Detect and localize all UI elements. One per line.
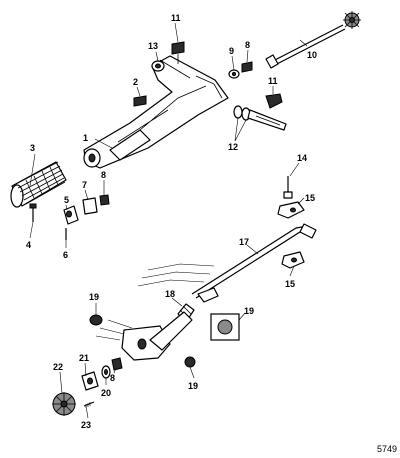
label-19-left: 19 xyxy=(89,292,99,302)
label-3: 3 xyxy=(30,143,35,153)
label-15-top: 15 xyxy=(305,193,315,203)
bushing-part-5 xyxy=(63,205,79,225)
label-17: 18 xyxy=(165,289,175,299)
label-12: 12 xyxy=(228,142,238,152)
nut-part-9 xyxy=(228,69,240,79)
throttle-grip-part-3 xyxy=(10,161,67,208)
label-1: 1 xyxy=(83,133,88,143)
detail-box-part-18 xyxy=(210,313,240,341)
tiller-handle-part-1 xyxy=(83,55,229,169)
label-6: 6 xyxy=(63,250,68,260)
label-10: 10 xyxy=(307,50,317,60)
lever-bracket xyxy=(95,287,219,361)
label-8-low: 8 xyxy=(110,373,115,383)
label-15-bottom: 15 xyxy=(285,279,295,289)
label-18: 19 xyxy=(244,306,254,316)
label-13: 13 xyxy=(148,41,158,51)
bracket-part-15-bottom xyxy=(281,251,305,269)
fastener-part-11-top xyxy=(171,41,185,64)
bolt-part-14 xyxy=(283,176,293,199)
label-9: 9 xyxy=(229,46,234,56)
label-8-top: 8 xyxy=(245,40,250,50)
link-rod-part-16 xyxy=(137,223,317,299)
label-22: 22 xyxy=(53,362,63,372)
label-4: 4 xyxy=(26,240,31,250)
gear-part-22 xyxy=(52,392,76,416)
cap-part-8-mid xyxy=(99,194,110,206)
label-14: 14 xyxy=(297,153,307,163)
label-2: 2 xyxy=(133,77,138,87)
label-11-right: 11 xyxy=(268,76,278,86)
screw-part-4 xyxy=(29,203,37,222)
bushing-part-21 xyxy=(81,371,99,391)
knob-part-19-right xyxy=(184,356,196,368)
label-16: 17 xyxy=(239,237,249,247)
bolt-washers-part-12 xyxy=(233,105,287,131)
knob-part-11-right xyxy=(265,93,283,109)
washer-part-13 xyxy=(151,60,165,72)
label-23: 23 xyxy=(81,420,91,430)
label-7: 7 xyxy=(82,180,87,190)
screw-part-23 xyxy=(83,401,95,408)
label-20: 20 xyxy=(101,388,111,398)
label-19-right: 19 xyxy=(188,381,198,391)
label-11-top: 11 xyxy=(171,13,181,23)
leader-lines xyxy=(29,22,308,419)
cap-part-8-low xyxy=(111,357,123,371)
cap-part-8-top xyxy=(241,61,253,73)
drawing-code: 5749 xyxy=(377,444,397,454)
clip-part-2 xyxy=(133,95,147,107)
label-5: 5 xyxy=(64,195,69,205)
bracket-part-15-top xyxy=(277,201,305,219)
shift-rod-part-10 xyxy=(265,11,361,69)
washer-part-20 xyxy=(101,365,111,379)
label-21: 21 xyxy=(79,353,89,363)
label-8-mid: 8 xyxy=(101,170,106,180)
knob-part-19-left xyxy=(89,314,103,326)
bushing-part-7 xyxy=(82,197,98,215)
